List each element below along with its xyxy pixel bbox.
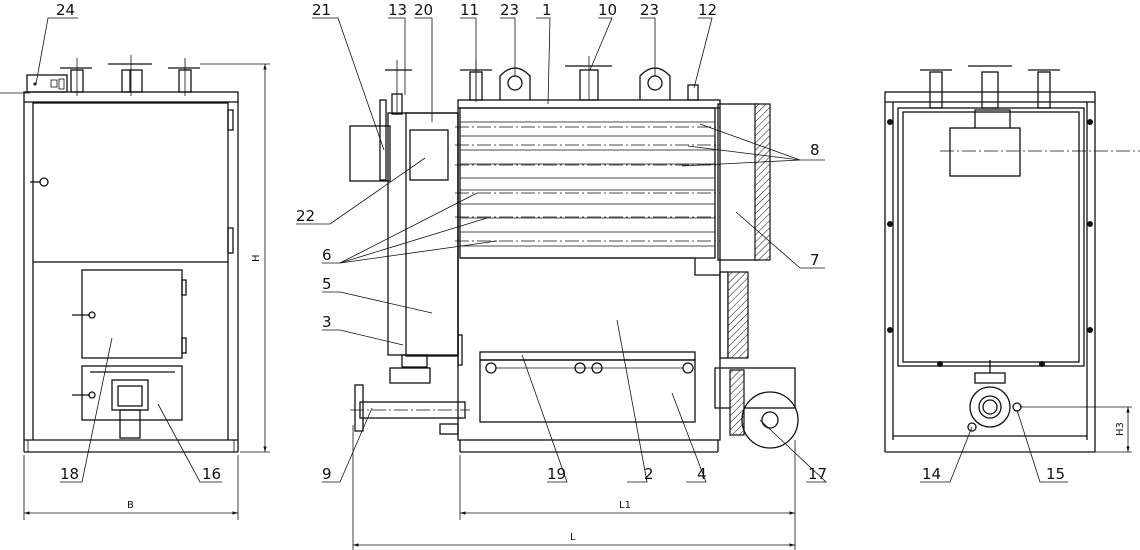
callout-3: 3	[322, 313, 332, 331]
callout-22: 22	[296, 207, 315, 225]
callout-6: 6	[322, 246, 332, 264]
callout-16: 16	[202, 465, 221, 483]
callout-21: 21	[312, 1, 331, 19]
dim-H3: H3	[1115, 422, 1126, 436]
callout-labels: 24 21 13 20 11 23 1 10 23 12 8 22 6 5 3 …	[56, 1, 1065, 483]
dim-H: H	[251, 254, 262, 262]
callout-14: 14	[922, 465, 941, 483]
callout-23b: 23	[640, 1, 659, 19]
dim-L1: L1	[619, 500, 631, 511]
callout-13: 13	[388, 1, 407, 19]
callout-23a: 23	[500, 1, 519, 19]
callout-17: 17	[808, 465, 827, 483]
callout-11: 11	[460, 1, 479, 19]
callout-9: 9	[322, 465, 332, 483]
callout-7: 7	[810, 251, 820, 269]
side-section-view	[349, 56, 799, 453]
callout-19: 19	[547, 465, 566, 483]
return-flange	[969, 386, 1011, 428]
callout-24: 24	[56, 1, 75, 19]
dim-B: B	[127, 500, 134, 511]
rear-view	[884, 65, 1140, 453]
fuel-door	[81, 269, 183, 359]
callout-12: 12	[698, 1, 717, 19]
control-panel	[26, 74, 68, 93]
callout-1: 1	[542, 1, 552, 19]
callout-18: 18	[60, 465, 79, 483]
callout-8: 8	[810, 141, 820, 159]
callout-5: 5	[322, 275, 332, 293]
burner-fan	[741, 391, 799, 449]
ash-door	[81, 365, 183, 421]
front-view	[0, 55, 239, 453]
callout-2: 2	[644, 465, 654, 483]
callout-20: 20	[414, 1, 433, 19]
callouts	[35, 17, 1068, 483]
dimension-lines: H B L1 L H3	[23, 63, 1130, 550]
callout-4: 4	[697, 465, 707, 483]
dim-L: L	[570, 532, 576, 543]
callout-10: 10	[598, 1, 617, 19]
callout-15: 15	[1046, 465, 1065, 483]
